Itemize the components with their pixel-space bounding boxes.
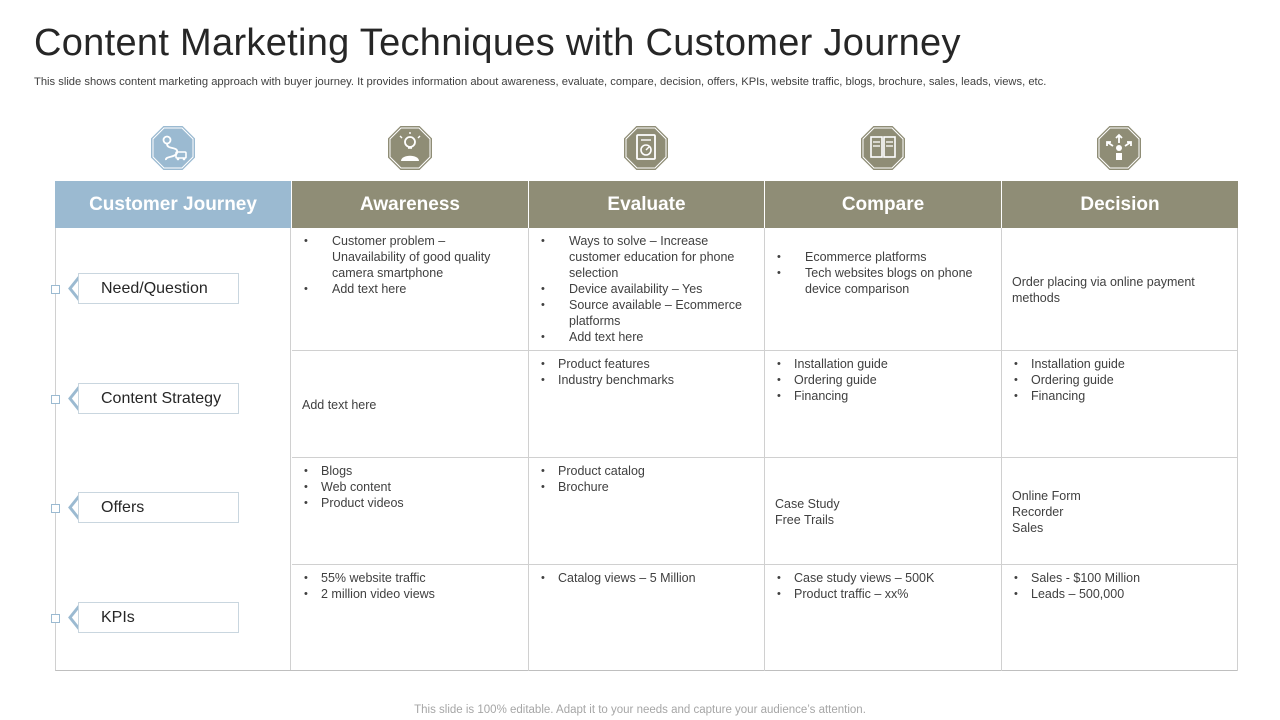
cell-kpis-compare: Case study views – 500K Product traffic …: [765, 565, 1002, 671]
list-item: Installation guide: [775, 356, 989, 372]
list-item: Financing: [1012, 388, 1225, 404]
cell-offers-evaluate: Product catalog Brochure: [529, 458, 765, 565]
cell-content-awareness: Add text here: [292, 351, 529, 458]
list-item: Leads – 500,000: [1012, 586, 1225, 602]
header-customer-journey: Customer Journey: [55, 181, 292, 228]
list-item: Installation guide: [1012, 356, 1225, 372]
list-item: Product videos: [302, 495, 516, 511]
list-item: Ways to solve – Increase customer educat…: [539, 233, 752, 281]
cell-need-decision: Order placing via online payment methods: [1002, 228, 1238, 351]
list-item: Device availability – Yes: [539, 281, 752, 297]
list-item: Product features: [539, 356, 752, 372]
list-item: Customer problem – Unavailability of goo…: [302, 233, 516, 281]
chevron-left-icon: [68, 604, 82, 631]
header-decision: Decision: [1002, 181, 1238, 228]
row-label-offers: Offers: [78, 492, 239, 523]
list-item: Tech websites blogs on phone device comp…: [775, 265, 989, 297]
journey-label-column: [56, 228, 291, 670]
cell-offers-decision: Online Form Recorder Sales: [1002, 458, 1238, 565]
list-item: Blogs: [302, 463, 516, 479]
cell-kpis-awareness: 55% website traffic 2 million video view…: [292, 565, 529, 671]
list-item: Catalog views – 5 Million: [539, 570, 752, 586]
slide-title: Content Marketing Techniques with Custom…: [34, 22, 961, 64]
journey-table: [55, 181, 1238, 671]
cell-text: Free Trails: [775, 512, 835, 527]
tag-connector-dot: [51, 395, 60, 404]
compare-documents-icon: [859, 124, 907, 172]
header-evaluate: Evaluate: [529, 181, 765, 228]
slide-subtitle: This slide shows content marketing appro…: [34, 76, 1047, 88]
cell-content-evaluate: Product features Industry benchmarks: [529, 351, 765, 458]
list-item: Financing: [775, 388, 989, 404]
cell-text: Sales: [1012, 520, 1044, 535]
cell-need-compare: Ecommerce platforms Tech websites blogs …: [765, 228, 1002, 351]
tag-connector-dot: [51, 614, 60, 623]
list-item: Industry benchmarks: [539, 372, 752, 388]
row-label-need-question: Need/Question: [78, 273, 239, 304]
cell-text: Order placing via online payment methods: [1012, 274, 1195, 305]
idea-person-icon: [386, 124, 434, 172]
cell-text: Recorder: [1012, 504, 1064, 519]
cell-need-awareness: Customer problem – Unavailability of goo…: [292, 228, 529, 351]
list-item: Ecommerce platforms: [775, 249, 989, 265]
cell-content-decision: Installation guide Ordering guide Financ…: [1002, 351, 1238, 458]
tag-connector-dot: [51, 504, 60, 513]
list-item: Add text here: [302, 281, 516, 297]
cell-kpis-evaluate: Catalog views – 5 Million: [529, 565, 765, 671]
list-item: Product traffic – xx%: [775, 586, 989, 602]
list-item: Brochure: [539, 479, 752, 495]
cell-offers-compare: Case Study Free Trails: [765, 458, 1002, 565]
slide-footer-note: This slide is 100% editable. Adapt it to…: [414, 704, 866, 716]
cell-text: Add text here: [302, 397, 377, 412]
list-item: Case study views – 500K: [775, 570, 989, 586]
list-item: Sales - $100 Million: [1012, 570, 1225, 586]
cell-kpis-decision: Sales - $100 Million Leads – 500,000: [1002, 565, 1238, 671]
cell-text: Case Study: [775, 496, 840, 511]
row-label-content-strategy: Content Strategy: [78, 383, 239, 414]
cell-offers-awareness: Blogs Web content Product videos: [292, 458, 529, 565]
list-item: Web content: [302, 479, 516, 495]
chevron-left-icon: [68, 494, 82, 521]
list-item: Ordering guide: [1012, 372, 1225, 388]
list-item: Source available – Ecommerce platforms: [539, 297, 752, 329]
cell-text: Online Form: [1012, 488, 1081, 503]
decision-arrows-icon: [1095, 124, 1143, 172]
evaluate-document-icon: [622, 124, 670, 172]
header-compare: Compare: [765, 181, 1002, 228]
list-item: Add text here: [539, 329, 752, 345]
chevron-left-icon: [68, 275, 82, 302]
list-item: Product catalog: [539, 463, 752, 479]
list-item: 2 million video views: [302, 586, 516, 602]
tag-connector-dot: [51, 285, 60, 294]
list-item: 55% website traffic: [302, 570, 516, 586]
row-label-kpis: KPIs: [78, 602, 239, 633]
chevron-left-icon: [68, 385, 82, 412]
route-icon: [149, 124, 197, 172]
cell-need-evaluate: Ways to solve – Increase customer educat…: [529, 228, 765, 351]
cell-content-compare: Installation guide Ordering guide Financ…: [765, 351, 1002, 458]
header-awareness: Awareness: [292, 181, 529, 228]
list-item: Ordering guide: [775, 372, 989, 388]
